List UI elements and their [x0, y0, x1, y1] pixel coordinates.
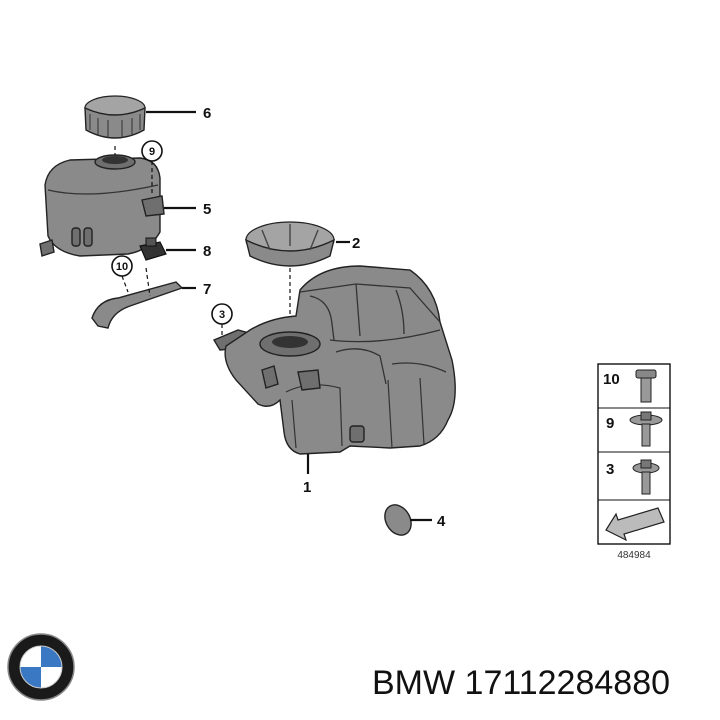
part-8-rubber-mount — [139, 237, 167, 261]
brand-part-number-text: BMW 17112284880 — [372, 664, 671, 702]
callout-3: 3 — [219, 309, 225, 321]
legend-item-9: 9 — [606, 415, 614, 432]
part-5-bracket — [141, 195, 165, 217]
part-4-plug — [384, 504, 412, 536]
screw-10-icon — [635, 369, 657, 403]
part-6-small-cap — [84, 95, 146, 139]
small-expansion-tank — [39, 154, 161, 257]
callout-1: 1 — [303, 479, 311, 496]
callout-5: 5 — [203, 201, 211, 218]
callout-4: 4 — [437, 513, 446, 530]
callout-6: 6 — [203, 105, 211, 122]
diagram-ref-number: 484984 — [617, 550, 651, 561]
legend-item-10: 10 — [603, 371, 620, 388]
callout-2: 2 — [352, 235, 360, 252]
callout-9: 9 — [149, 146, 155, 158]
callout-8: 8 — [203, 243, 211, 260]
legend-item-3: 3 — [606, 461, 614, 478]
fastener-legend: 10 9 3 — [597, 363, 671, 545]
screw-9-icon — [629, 411, 663, 447]
part-1-main-expansion-tank — [212, 265, 456, 455]
screw-3-icon — [632, 459, 660, 495]
leader-dashed-10 — [121, 275, 129, 293]
callout-10: 10 — [116, 261, 128, 273]
part-2-large-cap — [244, 221, 336, 267]
leader-dashed-7b — [145, 267, 151, 297]
direction-arrow-icon — [605, 507, 665, 542]
callout-7: 7 — [203, 281, 211, 298]
part-7-bracket — [91, 281, 184, 329]
bmw-logo — [7, 633, 75, 701]
